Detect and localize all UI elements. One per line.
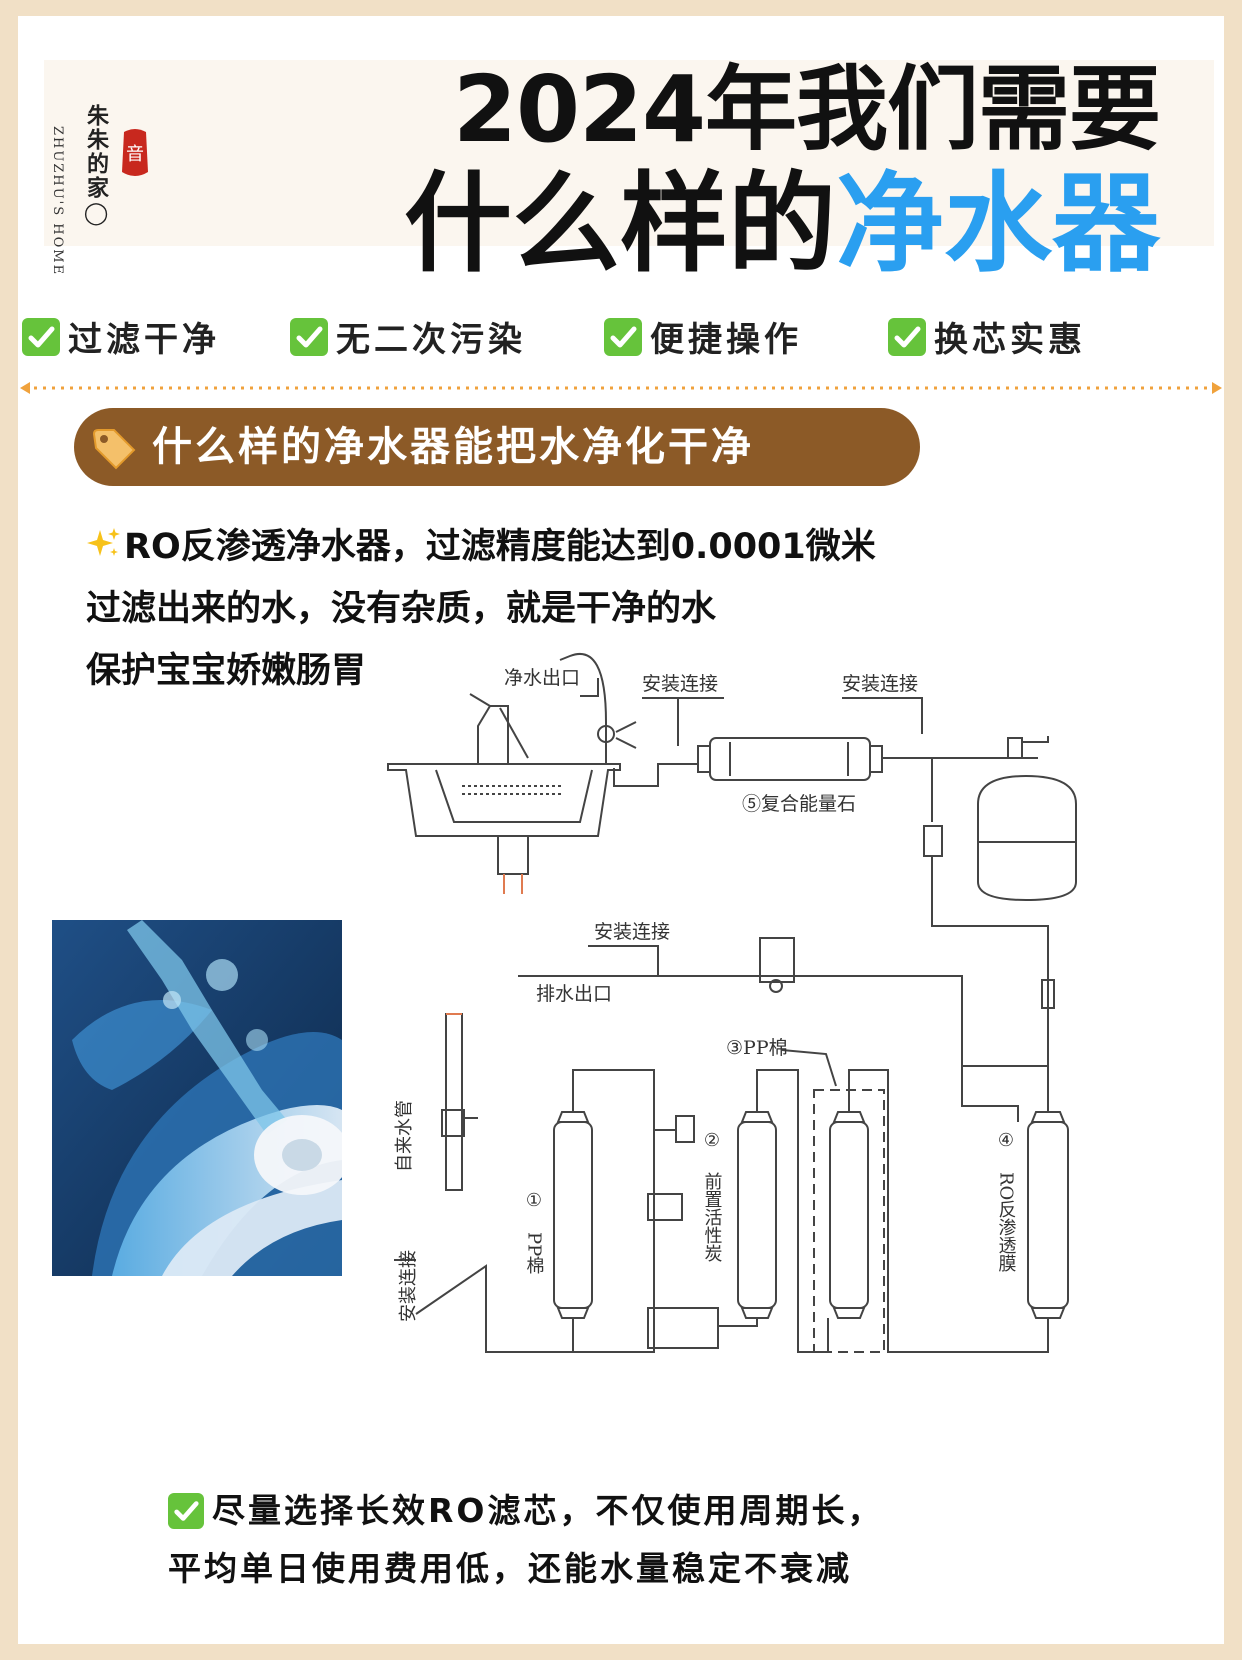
header-band	[44, 60, 1214, 246]
feature-label: 换芯实惠	[934, 320, 1086, 360]
label-outlet: 净水出口	[504, 667, 580, 689]
label-stage2-num: ②	[704, 1130, 720, 1151]
check-icon	[604, 317, 642, 356]
bottom-tip: 尽量选择长效RO滤芯，不仅使用周期长， 平均单日使用费用低，还能水量稳定不衰减	[168, 1482, 883, 1598]
body-line-2: 过滤出来的水，没有杂质，就是干净的水	[86, 589, 717, 629]
tag-icon	[92, 429, 136, 470]
label-pp3: ③PP棉	[726, 1037, 788, 1059]
feature-label: 过滤干净	[68, 320, 220, 360]
check-icon	[888, 317, 926, 356]
body-line-3: 保护宝宝娇嫩肠胃	[86, 651, 367, 691]
brand-name-cn: 朱朱的家◯	[83, 104, 109, 228]
body-line-1-text: RO反渗透净水器，过滤精度能达到0.0001微米	[124, 527, 876, 567]
dotted-divider	[20, 382, 1222, 394]
title-line-2: 什么样的净水器	[404, 166, 1160, 284]
label-tap-pipe: 自来水管	[394, 1100, 415, 1172]
filter-membrane-photo	[52, 920, 342, 1276]
label-stage2: 前置活性炭	[702, 1172, 723, 1262]
bottom-line-1-text: 尽量选择长效RO滤芯，不仅使用周期长，	[212, 1491, 884, 1530]
label-install-4: 安装连接	[398, 1250, 419, 1322]
title-black-part: 什么样的	[403, 162, 836, 287]
brand-logo: ZHUZHU'S HOME 朱朱的家◯ 音	[36, 86, 148, 326]
seal-text: 音	[126, 144, 144, 165]
body-line-1: RO反渗透净水器，过滤精度能达到0.0001微米	[86, 516, 876, 578]
feature-item: 过滤干净	[22, 312, 220, 361]
title-highlight: 净水器	[835, 162, 1160, 287]
check-icon	[290, 317, 328, 356]
label-install-2: 安装连接	[842, 673, 918, 695]
brand-name-en: ZHUZHU'S HOME	[50, 126, 65, 277]
poster-card: ZHUZHU'S HOME 朱朱的家◯ 音 2024年我们需要 什么样的净水器 …	[18, 16, 1224, 1644]
feature-item: 换芯实惠	[888, 312, 1086, 361]
feature-item: 无二次污染	[290, 312, 526, 361]
label-install-1: 安装连接	[642, 673, 718, 695]
label-stage1-num: ①	[526, 1190, 542, 1211]
section-heading-text: 什么样的净水器能把水净化干净	[152, 424, 754, 470]
ro-schematic-diagram: 净水出口 安装连接 安装连接 ⑤复合能量石 安装连接 排水出口 ③PP棉 自来水…	[387, 653, 1077, 1353]
label-stage4-num: ④	[998, 1130, 1014, 1151]
check-icon	[22, 317, 60, 356]
feature-item: 便捷操作	[604, 312, 802, 361]
bottom-line-1: 尽量选择长效RO滤芯，不仅使用周期长，	[168, 1482, 883, 1540]
sparkle-icon	[87, 528, 120, 556]
label-stage1: PP棉	[524, 1232, 545, 1274]
label-install-3: 安装连接	[594, 921, 670, 943]
check-icon	[168, 1493, 204, 1529]
feature-label: 无二次污染	[336, 320, 526, 360]
section-heading: 什么样的净水器能把水净化干净	[74, 408, 920, 486]
title-line-1: 2024年我们需要	[452, 56, 1161, 163]
seal-icon: 音	[122, 129, 148, 176]
label-drain: 排水出口	[536, 983, 612, 1005]
feature-list: 过滤干净 无二次污染 便捷操作 换芯实惠	[22, 312, 1222, 361]
label-stage4: RO反渗透膜	[996, 1172, 1017, 1272]
bottom-line-2: 平均单日使用费用低，还能水量稳定不衰减	[168, 1549, 852, 1588]
label-stone-filter: ⑤复合能量石	[742, 793, 856, 815]
feature-label: 便捷操作	[650, 320, 802, 360]
body-text: RO反渗透净水器，过滤精度能达到0.0001微米 过滤出来的水，没有杂质，就是干…	[86, 516, 876, 702]
